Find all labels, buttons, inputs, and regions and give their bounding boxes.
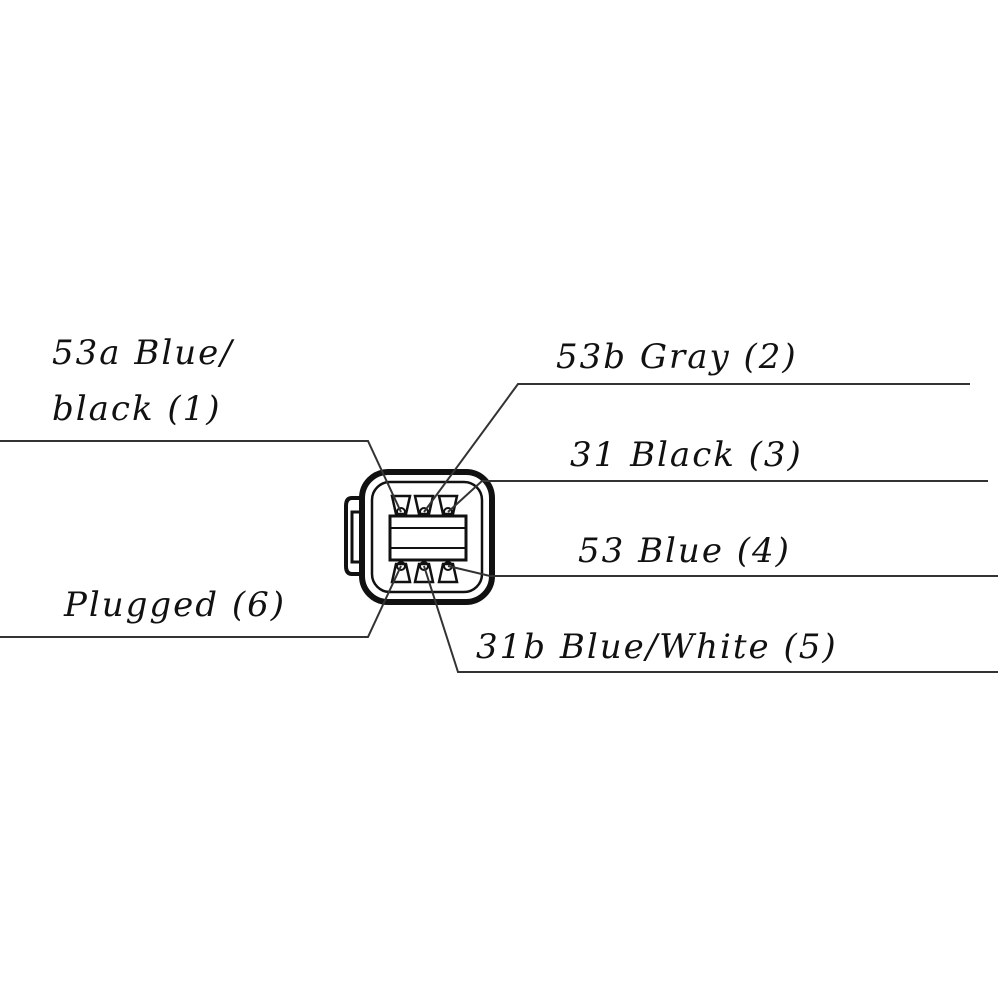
pin-4 [437, 561, 459, 584]
pin-2-label: 53b Gray (2) [556, 337, 798, 377]
pin-cavity [413, 562, 435, 584]
pin-1-label-line2: black (1) [52, 389, 222, 429]
pin-contact [396, 507, 406, 517]
connector-inner-shell [370, 480, 484, 594]
connector-center-block [388, 514, 468, 562]
pin-3-label: 31 Black (3) [570, 435, 803, 475]
pin-6-label: Plugged (6) [64, 585, 287, 625]
leader-line-pin-5 [423, 565, 998, 673]
pin-cavity [390, 494, 412, 516]
leader-line-pin-4 [447, 565, 998, 577]
connector-pins [390, 494, 459, 584]
pin-contact [396, 561, 406, 571]
pin-contact [443, 507, 453, 517]
connector-housing [344, 469, 495, 605]
pin-4-label: 53 Blue (4) [578, 531, 791, 571]
pin-5 [413, 561, 435, 584]
pin-3 [437, 494, 459, 517]
leader-line-pin-2 [423, 383, 970, 513]
pin-2 [413, 494, 435, 517]
connector-latch [344, 496, 364, 576]
leader-line-pin-6 [0, 565, 402, 638]
pin-6 [390, 561, 412, 584]
pin-1 [390, 494, 412, 517]
pin-cavity [437, 494, 459, 516]
pin-5-label: 31b Blue/White (5) [476, 627, 838, 667]
leader-line-pin-3 [447, 480, 988, 513]
leader-lines [0, 383, 998, 673]
pin-contact [419, 507, 429, 517]
pin-cavity [390, 562, 412, 584]
pin-cavity [413, 494, 435, 516]
pin-1-label-line1: 53a Blue/ [52, 333, 234, 373]
connector-outer-shell [359, 469, 495, 605]
pin-cavity [437, 562, 459, 584]
pin-contact [419, 561, 429, 571]
leader-line-pin-1 [0, 440, 402, 513]
